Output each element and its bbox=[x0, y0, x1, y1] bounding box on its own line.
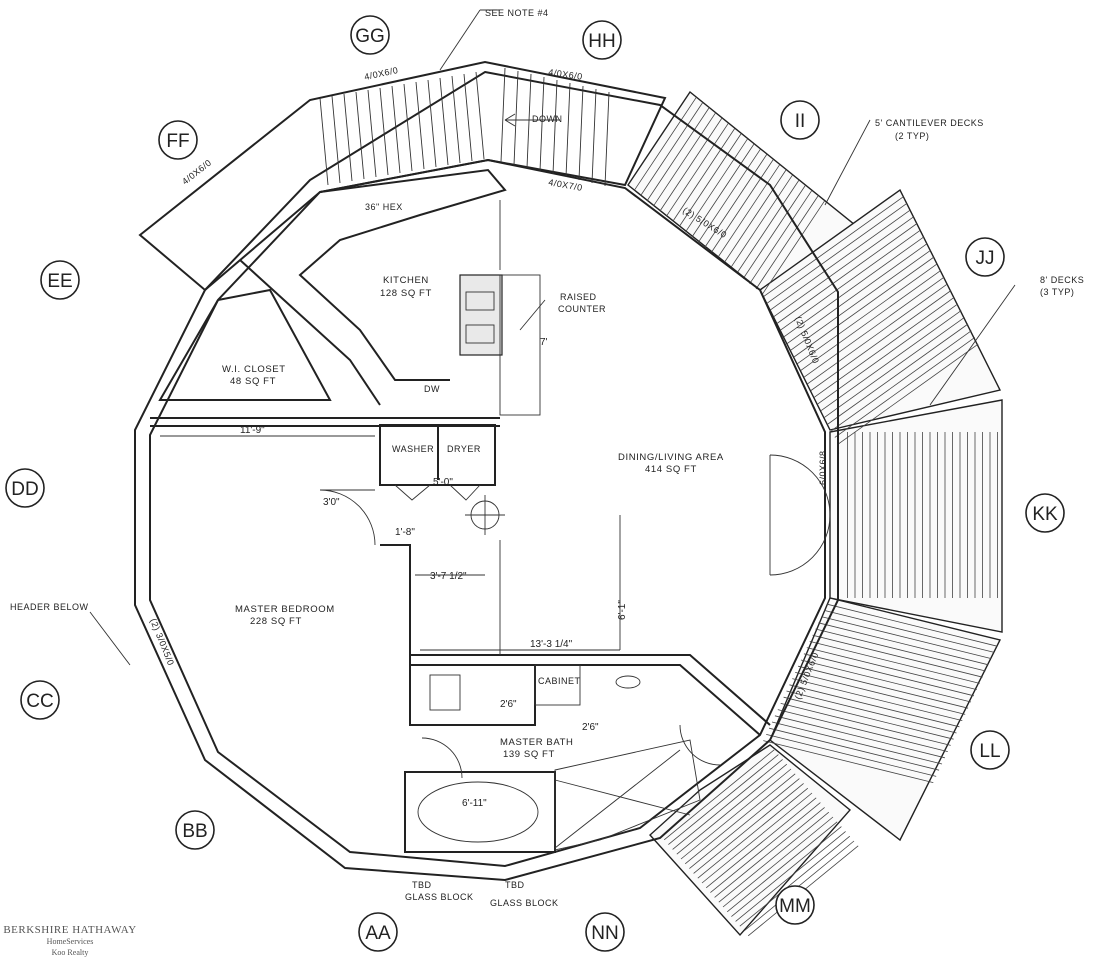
stair-down-label: DOWN bbox=[532, 114, 563, 124]
svg-text:GG: GG bbox=[355, 26, 385, 47]
dim-closet-width: 11'-9" bbox=[240, 425, 265, 436]
grid-marker-gg: GG bbox=[350, 15, 390, 55]
cantilever-note-typ: (2 TYP) bbox=[895, 131, 929, 141]
kitchen-area: 128 SQ FT bbox=[380, 288, 432, 299]
dim-bath-door: 2'6" bbox=[500, 699, 517, 710]
deck-ll bbox=[769, 597, 1002, 842]
dim-tub: 6'-11" bbox=[462, 798, 487, 809]
exterior-walls bbox=[134, 70, 839, 882]
glass-block-b: GLASS BLOCK bbox=[490, 898, 559, 908]
dim-bedroom-door: 3'0" bbox=[323, 497, 340, 508]
brokerage-watermark: BERKSHIRE HATHAWAY HomeServices Koo Real… bbox=[0, 925, 140, 958]
glass-block-a: GLASS BLOCK bbox=[405, 892, 474, 902]
window-hh: 4/0X6/0 bbox=[548, 67, 584, 82]
deck-jj bbox=[759, 188, 1002, 431]
svg-text:DD: DD bbox=[11, 479, 38, 500]
svg-text:NN: NN bbox=[591, 923, 618, 944]
dim-bath-width: 13'-3 1/4" bbox=[530, 639, 573, 650]
dim-counter: 7' bbox=[540, 337, 548, 348]
grid-marker-ee: EE bbox=[40, 260, 80, 300]
svg-text:LL: LL bbox=[979, 741, 1000, 762]
dishwasher-label: DW bbox=[424, 384, 440, 394]
grid-marker-ii: II bbox=[780, 100, 820, 140]
grid-marker-dd: DD bbox=[5, 468, 45, 508]
window-stair: 4/0X7/0 bbox=[548, 177, 584, 193]
cabinet-label: CABINET bbox=[538, 676, 581, 686]
svg-text:CC: CC bbox=[26, 691, 53, 712]
svg-text:AA: AA bbox=[365, 923, 391, 944]
grid-markers: GG HH II JJ KK LL MM NN AA BB CC DD EE FF bbox=[5, 15, 1065, 952]
grid-marker-bb: BB bbox=[175, 810, 215, 850]
cantilever-note: 5' CANTILEVER DECKS bbox=[875, 118, 984, 128]
living-name: DINING/LIVING AREA bbox=[618, 452, 724, 463]
dim-laundry: 5'-0" bbox=[433, 477, 453, 488]
dim-hall: 3'-7 1/2" bbox=[430, 571, 467, 582]
entry-stair bbox=[138, 60, 667, 292]
kitchen-name: KITCHEN bbox=[383, 275, 429, 286]
raised-counter-label: RAISED bbox=[560, 292, 597, 302]
dim-living-depth: 6'-1" bbox=[617, 600, 628, 620]
inner-wall bbox=[149, 158, 826, 868]
svg-text:II: II bbox=[795, 111, 806, 132]
outer-wall bbox=[134, 70, 839, 882]
hex-window-label: 36" HEX bbox=[365, 202, 403, 212]
dim-door: 1'-8" bbox=[395, 527, 415, 538]
decks-note-typ: (3 TYP) bbox=[1040, 287, 1074, 297]
grid-marker-jj: JJ bbox=[965, 237, 1005, 277]
bath-name: MASTER BATH bbox=[500, 737, 573, 748]
glass-block-a-tbd: TBD bbox=[412, 880, 432, 890]
closet-name: W.I. CLOSET bbox=[222, 364, 286, 375]
leaders bbox=[89, 9, 1016, 666]
grid-marker-nn: NN bbox=[585, 912, 625, 952]
glass-block-b-tbd: TBD bbox=[505, 880, 525, 890]
decks bbox=[627, 90, 1003, 937]
closet-area: 48 SQ FT bbox=[230, 376, 276, 387]
svg-text:JJ: JJ bbox=[976, 248, 995, 269]
svg-text:MM: MM bbox=[779, 896, 811, 917]
svg-text:HH: HH bbox=[588, 31, 615, 52]
dryer-label: DRYER bbox=[447, 444, 481, 454]
counter-label: COUNTER bbox=[558, 304, 606, 314]
brand-line-3: Koo Realty bbox=[51, 948, 89, 957]
grid-marker-kk: KK bbox=[1025, 493, 1065, 533]
window-kk: 6/0X6/8 bbox=[818, 450, 828, 485]
note-label: SEE NOTE #4 bbox=[485, 8, 549, 18]
window-gg: 4/0X6/0 bbox=[363, 65, 399, 82]
svg-text:EE: EE bbox=[47, 271, 72, 292]
grid-marker-aa: AA bbox=[358, 912, 398, 952]
window-ff: 4/0X6/0 bbox=[180, 157, 213, 186]
grid-marker-mm: MM bbox=[775, 885, 815, 925]
svg-text:BB: BB bbox=[182, 821, 207, 842]
decks-note: 8' DECKS bbox=[1040, 275, 1084, 285]
svg-text:KK: KK bbox=[1032, 504, 1058, 525]
bedroom-area: 228 SQ FT bbox=[250, 616, 302, 627]
washer-label: WASHER bbox=[392, 444, 434, 454]
grid-marker-ll: LL bbox=[970, 730, 1010, 770]
living-area: 414 SQ FT bbox=[645, 464, 697, 475]
grid-marker-cc: CC bbox=[20, 680, 60, 720]
brand-line-2: HomeServices bbox=[46, 937, 94, 946]
deck-kk bbox=[829, 399, 1003, 633]
dim-shower-door: 2'6" bbox=[582, 722, 599, 733]
svg-text:FF: FF bbox=[166, 131, 189, 152]
grid-marker-hh: HH bbox=[582, 20, 622, 60]
bedroom-name: MASTER BEDROOM bbox=[235, 604, 335, 615]
brand-line-1: BERKSHIRE HATHAWAY bbox=[3, 924, 137, 936]
header-below-note: HEADER BELOW bbox=[10, 602, 89, 612]
bath-area: 139 SQ FT bbox=[503, 749, 555, 760]
interior-walls bbox=[150, 168, 831, 853]
grid-marker-ff: FF bbox=[158, 120, 198, 160]
